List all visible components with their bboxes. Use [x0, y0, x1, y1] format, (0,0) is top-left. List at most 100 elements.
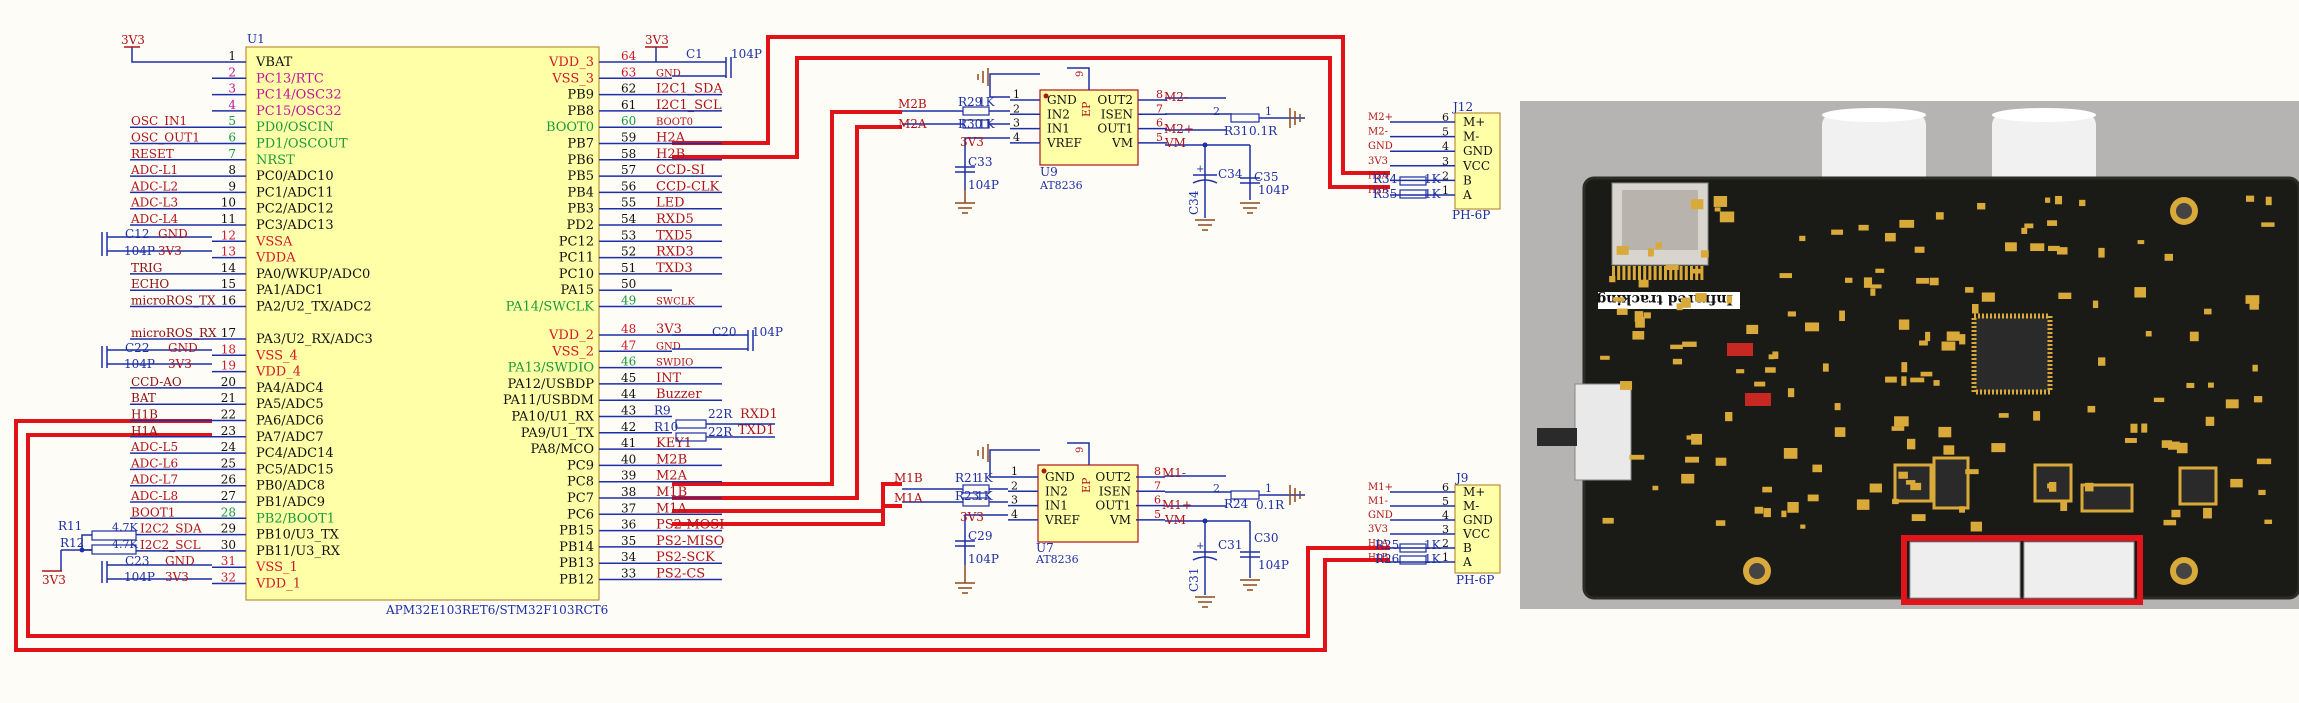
- pcb-pad: [1991, 443, 2006, 453]
- u1-right-pin-name: PA15: [561, 283, 594, 298]
- j12-pin-name: B: [1463, 173, 1472, 187]
- u7-gnd-wire: [989, 449, 1040, 478]
- pcb-pad: [2047, 220, 2058, 226]
- u1-left-pin-name: PD1/OSCOUT: [256, 137, 348, 152]
- pcb-pad: [2265, 196, 2272, 206]
- u9-out-net-plus: M2+: [1164, 122, 1194, 136]
- pcb-pad: [1875, 268, 1885, 273]
- u7-ep-wire: [1067, 442, 1090, 465]
- pcb-pad: [2161, 440, 2173, 448]
- u1-right-net: CCD-SI: [656, 163, 705, 178]
- pcb-pad: [1619, 381, 1633, 390]
- j9-pin-name: A: [1462, 555, 1472, 569]
- u1-left-net: BOOT1: [131, 505, 175, 519]
- j9-pin-net: H1A: [1368, 539, 1389, 549]
- u1-right-pin-num: 43: [621, 404, 636, 418]
- u9-c34-label: C34: [1187, 190, 1201, 215]
- trace-h2a: [672, 35, 1390, 175]
- u1-right-pin-name: PC6: [567, 507, 594, 522]
- u1-right-pin-name: PB12: [559, 573, 594, 588]
- u1-left-pin-num: 17: [221, 326, 236, 340]
- u1-left-pin-num: 19: [221, 359, 236, 373]
- u9-c34-plus: +: [1196, 164, 1204, 175]
- pcb-header-pin: [1669, 266, 1673, 280]
- u7-pin-right-num: 7: [1154, 479, 1161, 492]
- u9-ep: EP: [1080, 101, 1093, 117]
- trace-h1b: [14, 419, 1390, 652]
- u1-right-net: TXD5: [656, 228, 693, 243]
- r9-body: [675, 419, 707, 429]
- u1-left-pin-name: PC4/ADC14: [256, 446, 334, 461]
- c1-value: 104P: [731, 47, 762, 61]
- pcb-pad: [1970, 521, 1983, 532]
- u1-right-pin-name: VSS_3: [551, 71, 594, 86]
- pcb-pad: [1898, 471, 1908, 479]
- pcb-pad: [1652, 485, 1659, 491]
- u1-right-pin-num: 37: [621, 501, 636, 515]
- j9-pin-name: M+: [1463, 485, 1485, 499]
- u1-right-pin-name: VDD_3: [548, 55, 594, 70]
- u9-pin-right-num: 8: [1156, 88, 1163, 101]
- highlight-traces: [14, 35, 1390, 652]
- pcb-header-pin: [1612, 266, 1615, 280]
- pcb-pad: [2141, 423, 2148, 433]
- u7-ep: EP: [1080, 477, 1093, 493]
- pcb-pad: [1787, 501, 1799, 513]
- u1-right-pin-name: PC11: [559, 251, 594, 266]
- u1-right-net: M1A: [656, 501, 688, 516]
- r9-value: 22R: [708, 407, 733, 421]
- u7-sense-pin-1: 1: [1265, 482, 1272, 495]
- j9-part: PH-6P: [1456, 573, 1494, 587]
- pcb-pad: [2145, 330, 2152, 337]
- u1-right-pin-name: PB3: [567, 202, 594, 217]
- u1-right-pin-num: 38: [621, 485, 636, 499]
- u1-right-pin-name: PB6: [567, 153, 594, 168]
- pcb-pad: [1946, 331, 1960, 341]
- pcb-mcu: [1971, 313, 2053, 395]
- u7-r24-label: R24: [1224, 497, 1249, 511]
- pcb-pad: [1971, 304, 1979, 314]
- trace-m1a: [672, 504, 902, 526]
- u1-left-net: I2C2_SCL: [140, 538, 201, 552]
- j9-pin-name: B: [1463, 541, 1472, 555]
- pullup-junction: [79, 547, 85, 553]
- u1-right-pin-num: 47: [621, 338, 636, 352]
- j9-pin-num: 1: [1442, 551, 1449, 564]
- pcb-pad: [1929, 277, 1939, 286]
- pcb-pad: [1943, 445, 1955, 455]
- u7-in-net-b: M1B: [894, 471, 923, 485]
- pcb-pad: [1787, 388, 1795, 398]
- j9-body: [1454, 484, 1501, 574]
- u9-pin-left-name: IN1: [1047, 122, 1070, 136]
- u1-right-pin-num: 34: [621, 550, 637, 564]
- pcb-pad: [1899, 219, 1915, 228]
- u1-right-net: PS2-MOSI: [656, 518, 724, 533]
- pcb-header-pin: [1690, 266, 1693, 280]
- u1-right-net: PS2-SCK: [656, 550, 715, 565]
- u1-left-pin-num: 16: [221, 294, 236, 308]
- pcb-pad: [1719, 211, 1735, 223]
- pcb-pad: [1894, 416, 1909, 427]
- pcb-pad: [1870, 288, 1876, 296]
- u1-right-pin-name: BOOT0: [546, 120, 594, 135]
- u7-pin-right-name: VM: [1109, 513, 1131, 527]
- pcb-pad: [1901, 376, 1907, 386]
- u1-right-pin-name: PC9: [567, 458, 594, 473]
- trace-m2b: [672, 110, 902, 486]
- pcb-pad: [2249, 302, 2259, 310]
- j12-pin-num: 2: [1442, 169, 1449, 182]
- u9-pin-left-num: 3: [1013, 117, 1020, 130]
- u1-left-pin-name: PA5/ADC5: [256, 397, 324, 412]
- pcb-pad: [1892, 498, 1899, 505]
- u1-right-net: RXD5: [656, 212, 694, 227]
- u9-sense-pin-1: 1: [1265, 105, 1272, 118]
- pcb-pad: [2098, 247, 2105, 258]
- u1-left-pin-num: 28: [221, 505, 236, 519]
- pcb-pad: [1672, 358, 1683, 365]
- u1-right-pin-name: PA10/U1_RX: [511, 410, 594, 425]
